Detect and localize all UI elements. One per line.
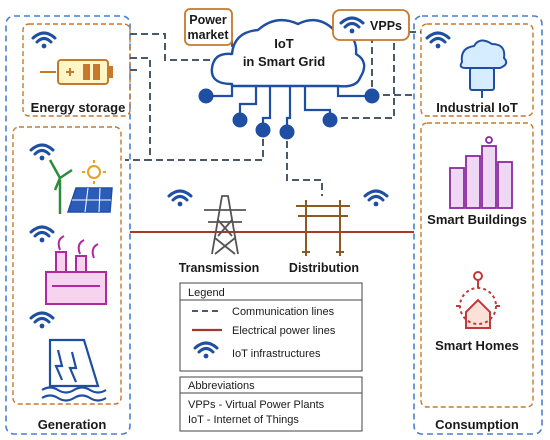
generation-label: Generation [38,417,107,432]
smart-homes-icon [456,271,500,329]
vpps-label: VPPs [370,19,402,33]
smart-buildings-label: Smart Buildings [427,212,527,227]
consumption-label: Consumption [435,417,519,432]
legend-box [179,282,363,372]
power-market-line2: market [188,28,230,42]
cloud-subtitle: in Smart Grid [243,54,325,69]
hydro-dam-icon [41,338,107,402]
abbreviation-vpps: VPPs - Virtual Power Plants [188,399,325,411]
iot-cloud [210,18,366,88]
distribution-label: Distribution [289,261,359,275]
abbreviations-title: Abbreviations [188,380,255,392]
power-market-box [184,8,233,46]
power-plant-icon [45,235,107,305]
transmission-wifi-icon [167,189,193,208]
factory-wifi-icon [29,225,55,244]
legend-iot: IoT infrastructures [232,348,321,360]
legend-communication: Communication lines [232,306,335,318]
industrial-wifi-icon [425,31,451,50]
generation-box [12,126,122,405]
smart-homes-label: Smart Homes [435,338,519,353]
consumption-group-box [413,15,543,435]
distribution-wifi-icon [363,189,389,208]
hydro-wifi-icon [29,311,55,330]
legend-electrical: Electrical power lines [232,325,336,337]
consumption-box [420,122,534,408]
battery-icon [40,59,113,85]
industrial-iot-label: Industrial IoT [436,100,518,115]
wind-solar-icon [48,159,113,214]
distribution-pole-icon [296,200,350,256]
smart-buildings-icon [449,136,513,209]
transmission-label: Transmission [179,261,260,275]
energy-storage-wifi-icon [31,31,57,50]
generation-group-box [5,15,131,435]
cloud-title: IoT [274,36,294,51]
connector-nodes [198,88,380,140]
energy-storage-label: Energy storage [31,100,126,115]
industrial-iot-box [420,23,534,117]
abbreviations-box [179,376,363,432]
industrial-iot-icon [459,39,508,98]
legend-title: Legend [188,287,225,299]
power-market-line1: Power [189,13,227,27]
wind-solar-wifi-icon [29,143,55,162]
transmission-tower-icon [204,195,246,255]
cloud-connectors [206,86,372,130]
abbreviation-iot: IoT - Internet of Things [188,414,299,426]
